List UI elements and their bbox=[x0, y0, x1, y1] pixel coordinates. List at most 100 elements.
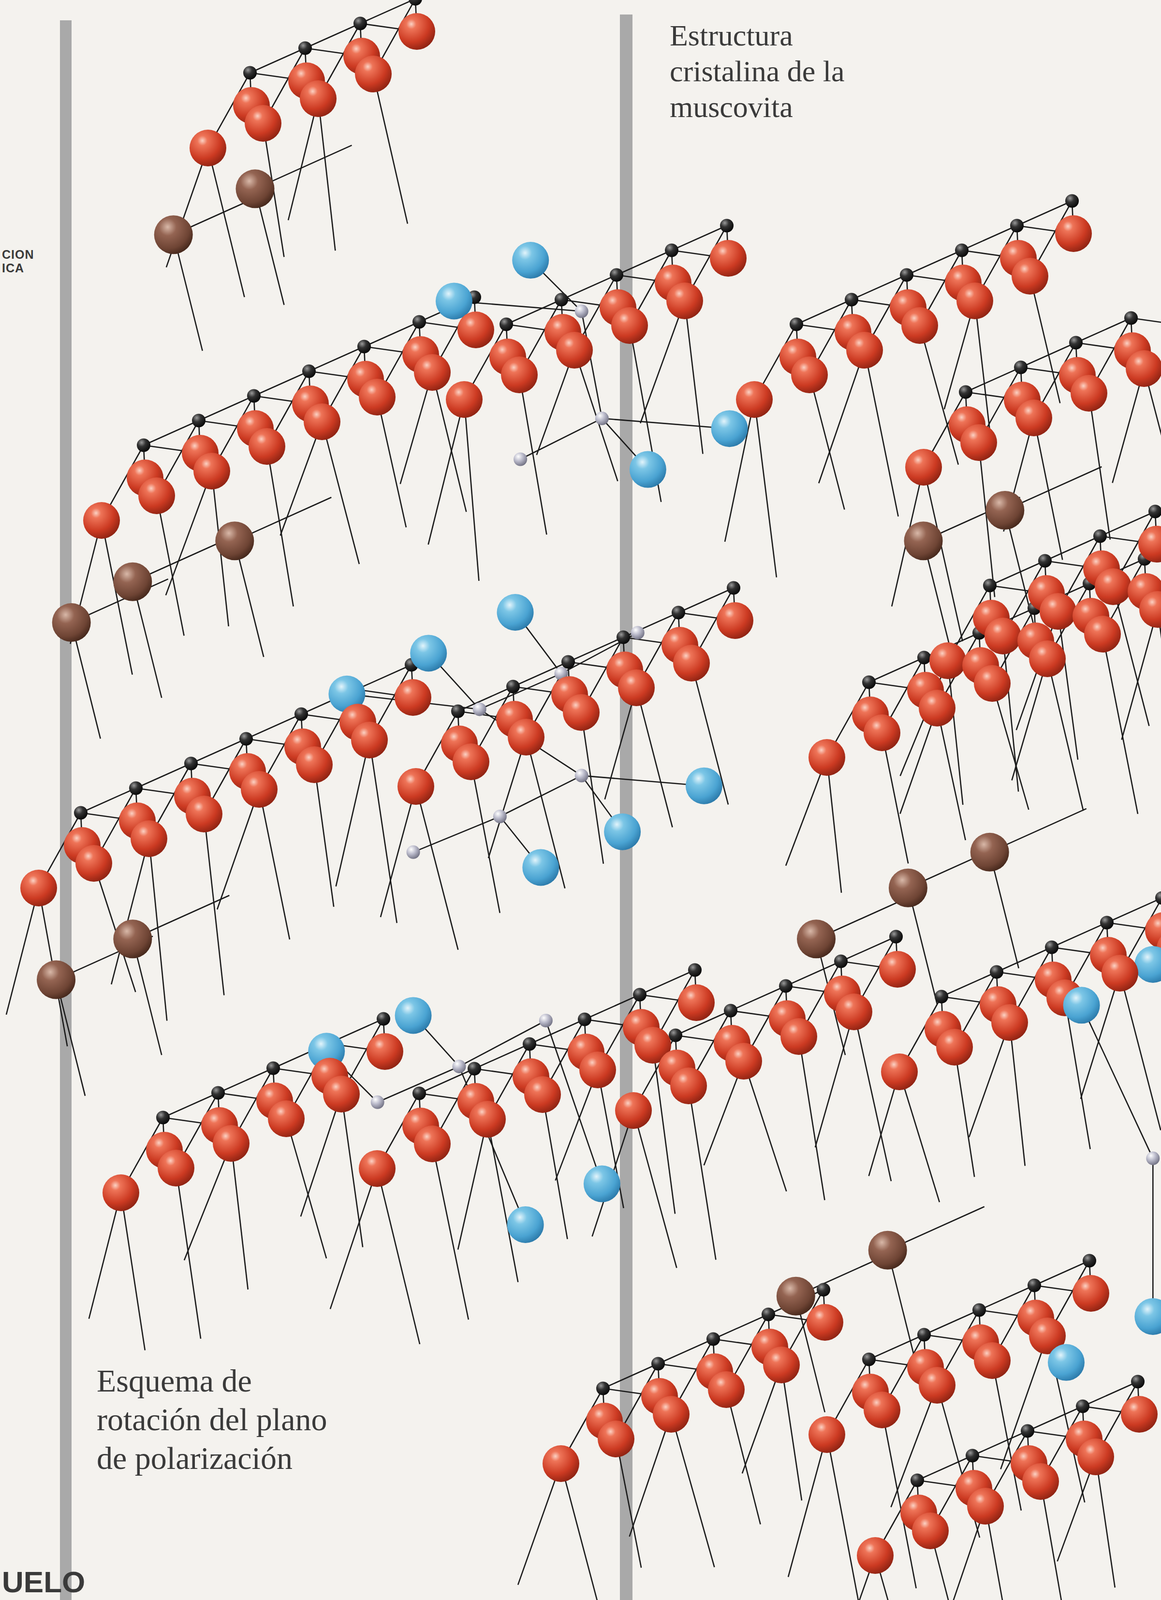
silicon-atom bbox=[778, 979, 793, 993]
oxygen-atom bbox=[1055, 215, 1092, 252]
bond-line bbox=[636, 687, 673, 827]
silicon-atom bbox=[156, 1110, 170, 1125]
bond-line bbox=[369, 739, 397, 923]
oxygen-atom bbox=[102, 1174, 140, 1211]
bond-line bbox=[266, 446, 294, 607]
oxygen-atom bbox=[1084, 615, 1121, 653]
oxygen-atom bbox=[323, 1075, 360, 1113]
hydroxyl-atom bbox=[113, 919, 152, 958]
bond-line bbox=[204, 813, 224, 996]
oxygen-atom bbox=[905, 448, 942, 486]
cut-label: CION bbox=[1, 247, 35, 262]
oxygen-atom bbox=[929, 642, 967, 679]
silicon-atom bbox=[506, 679, 520, 694]
oxygen-atom bbox=[185, 795, 223, 833]
aluminium-atom bbox=[1146, 1151, 1160, 1165]
bond-line bbox=[156, 495, 185, 636]
oxygen-atom bbox=[918, 689, 956, 727]
oxygen-atom bbox=[358, 378, 396, 416]
oxygen-atom bbox=[863, 1391, 901, 1428]
silicon-atom bbox=[899, 268, 914, 282]
silicon-atom bbox=[1038, 554, 1052, 568]
silicon-atom bbox=[1044, 940, 1059, 955]
oxygen-atom bbox=[846, 331, 883, 369]
silicon-atom bbox=[983, 578, 997, 593]
oxygen-atom bbox=[1039, 592, 1077, 630]
bond-line bbox=[633, 1110, 677, 1268]
oxygen-atom bbox=[918, 1366, 956, 1404]
oxygen-atom bbox=[413, 353, 451, 391]
bond-line bbox=[314, 764, 334, 907]
bond-line bbox=[318, 98, 336, 251]
oxygen-atom bbox=[881, 1053, 918, 1090]
silicon-atom bbox=[211, 1086, 225, 1100]
potassium-atom bbox=[629, 451, 667, 488]
oxygen-atom bbox=[780, 1017, 818, 1055]
oxygen-atom bbox=[189, 129, 227, 167]
bond-line bbox=[581, 775, 705, 786]
oxygen-atom bbox=[295, 746, 333, 783]
bond-line bbox=[864, 350, 899, 517]
aluminium-atom bbox=[574, 304, 589, 319]
silicon-atom bbox=[357, 339, 371, 354]
hydroxyl-atom bbox=[970, 832, 1010, 872]
oxygen-atom bbox=[83, 501, 120, 539]
aluminium-atom bbox=[574, 768, 589, 783]
oxygen-atom bbox=[193, 452, 231, 490]
oxygen-atom bbox=[1070, 374, 1108, 412]
silicon-atom bbox=[651, 1356, 665, 1371]
oxygen-atom bbox=[244, 104, 282, 142]
potassium-atom bbox=[711, 410, 749, 447]
bond-line bbox=[826, 1434, 861, 1600]
silicon-atom bbox=[467, 1061, 482, 1076]
oxygen-atom bbox=[240, 770, 278, 808]
silicon-atom bbox=[1027, 1278, 1042, 1293]
bond-line bbox=[377, 396, 407, 528]
bond-line bbox=[336, 739, 370, 887]
bond-line bbox=[413, 816, 500, 853]
oxygen-atom bbox=[500, 356, 538, 394]
silicon-atom bbox=[561, 655, 575, 669]
bond-line bbox=[217, 789, 260, 910]
oxygen-atom bbox=[1120, 1395, 1158, 1433]
silicon-atom bbox=[761, 1307, 776, 1322]
bond-line bbox=[428, 399, 465, 545]
bond-line bbox=[853, 1011, 892, 1181]
oxygen-atom bbox=[457, 311, 495, 349]
bond-line bbox=[1029, 276, 1060, 404]
bond-line bbox=[726, 1389, 761, 1524]
oxygen-atom bbox=[248, 427, 286, 465]
hydroxyl-atom bbox=[985, 490, 1025, 530]
bond-line bbox=[919, 325, 959, 465]
aluminium-atom bbox=[595, 411, 609, 426]
oxygen-atom bbox=[358, 1149, 396, 1187]
oxygen-atom bbox=[936, 1028, 973, 1066]
bond-line bbox=[1095, 1456, 1116, 1588]
bond-line bbox=[1058, 611, 1078, 760]
bond-line bbox=[231, 1143, 249, 1290]
oxygen-atom bbox=[556, 331, 593, 369]
bond-line bbox=[1081, 1004, 1154, 1159]
bond-line bbox=[798, 1036, 825, 1200]
silicon-atom bbox=[972, 1303, 986, 1317]
oxygen-atom bbox=[351, 721, 388, 759]
bond-line bbox=[1119, 972, 1161, 1131]
silicon-atom bbox=[451, 704, 465, 719]
silicon-atom bbox=[816, 1282, 831, 1297]
potassium-atom bbox=[522, 849, 559, 886]
gray-bar bbox=[59, 20, 72, 1600]
bond-line bbox=[1121, 609, 1158, 740]
oxygen-atom bbox=[911, 1512, 949, 1549]
silicon-atom bbox=[1014, 360, 1028, 375]
potassium-atom bbox=[583, 1165, 621, 1203]
bond-line bbox=[520, 418, 603, 459]
silicon-atom bbox=[353, 16, 368, 31]
oxygen-atom bbox=[1028, 640, 1066, 677]
oxygen-atom bbox=[901, 307, 939, 344]
bond-line bbox=[640, 300, 685, 424]
silicon-atom bbox=[73, 806, 88, 820]
silicon-atom bbox=[989, 965, 1004, 979]
oxygen-atom bbox=[597, 1420, 635, 1457]
oxygen-atom bbox=[716, 602, 754, 639]
silicon-atom bbox=[616, 630, 631, 645]
